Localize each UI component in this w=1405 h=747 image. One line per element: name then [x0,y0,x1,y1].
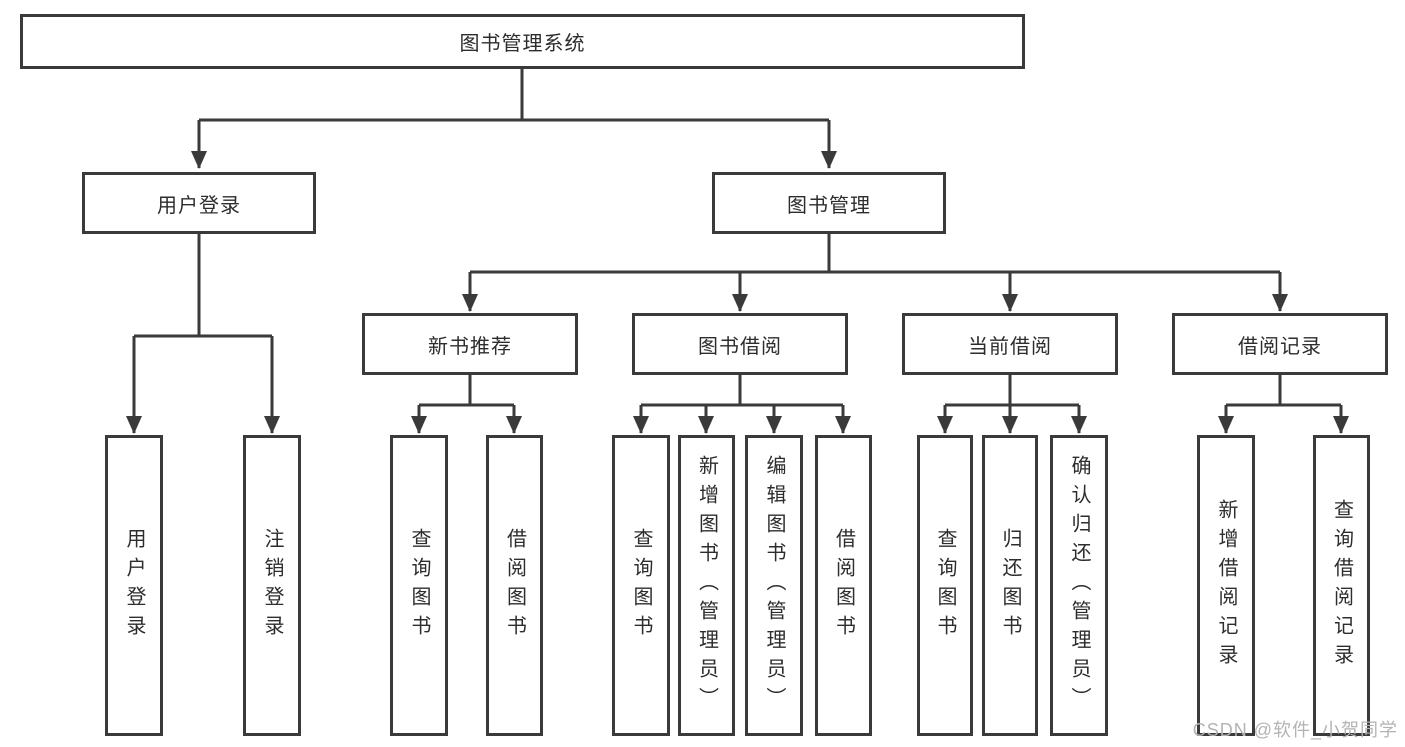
leaf-logout: 注销登录 [243,435,301,736]
node-label: 图书管理系统 [459,33,586,55]
watermark: CSDN @软件_小贺同学 [1192,720,1398,740]
leaf-confirm-return-admin: 确认归还（管理员） [1050,435,1108,736]
leaf-label: 新增图书（管理员） [695,455,718,716]
leaf-label: 新增借阅记录 [1215,498,1237,673]
leaf-query-books-current: 查询图书 [917,435,973,736]
leaf-label: 确认归还（管理员） [1068,455,1090,716]
node-label: 图书借阅 [698,335,782,358]
leaf-label: 查询图书 [934,527,956,644]
leaf-label: 查询图书 [630,527,652,644]
node-borrowing-records: 借阅记录 [1172,313,1388,375]
leaf-label: 借阅图书 [832,527,855,644]
leaf-query-books-borrowing: 查询图书 [612,435,670,736]
node-user-login: 用户登录 [82,172,316,234]
leaf-add-borrow-record: 新增借阅记录 [1197,435,1255,736]
leaf-label: 借阅图书 [503,527,526,644]
leaf-query-borrow-record: 查询借阅记录 [1313,435,1370,736]
node-label: 图书管理 [787,194,871,217]
node-current-borrowing: 当前借阅 [902,313,1118,375]
leaf-borrow-books-recommend: 借阅图书 [486,435,543,736]
node-label: 当前借阅 [968,335,1052,358]
connector-group [126,69,1349,434]
node-new-book-recommendation: 新书推荐 [362,313,578,375]
node-label: 借阅记录 [1238,335,1322,358]
node-library-management-system: 图书管理系统 [20,14,1025,69]
node-book-borrowing: 图书借阅 [632,313,848,375]
node-label: 新书推荐 [428,335,512,358]
leaf-label: 查询图书 [408,527,430,644]
leaf-user-login: 用户登录 [105,435,163,736]
node-label: 用户登录 [157,194,241,217]
leaf-label: 编辑图书（管理员） [763,455,785,716]
leaf-add-books-admin: 新增图书（管理员） [678,435,735,736]
leaf-borrow-books-borrowing: 借阅图书 [815,435,872,736]
leaf-return-books: 归还图书 [982,435,1038,736]
node-book-management: 图书管理 [712,172,946,234]
leaf-query-books-recommend: 查询图书 [390,435,448,736]
leaf-label: 查询借阅记录 [1330,498,1353,673]
leaf-label: 用户登录 [123,527,145,644]
leaf-edit-books-admin: 编辑图书（管理员） [745,435,803,736]
leaf-label: 归还图书 [999,527,1021,644]
leaf-label: 注销登录 [261,527,283,644]
